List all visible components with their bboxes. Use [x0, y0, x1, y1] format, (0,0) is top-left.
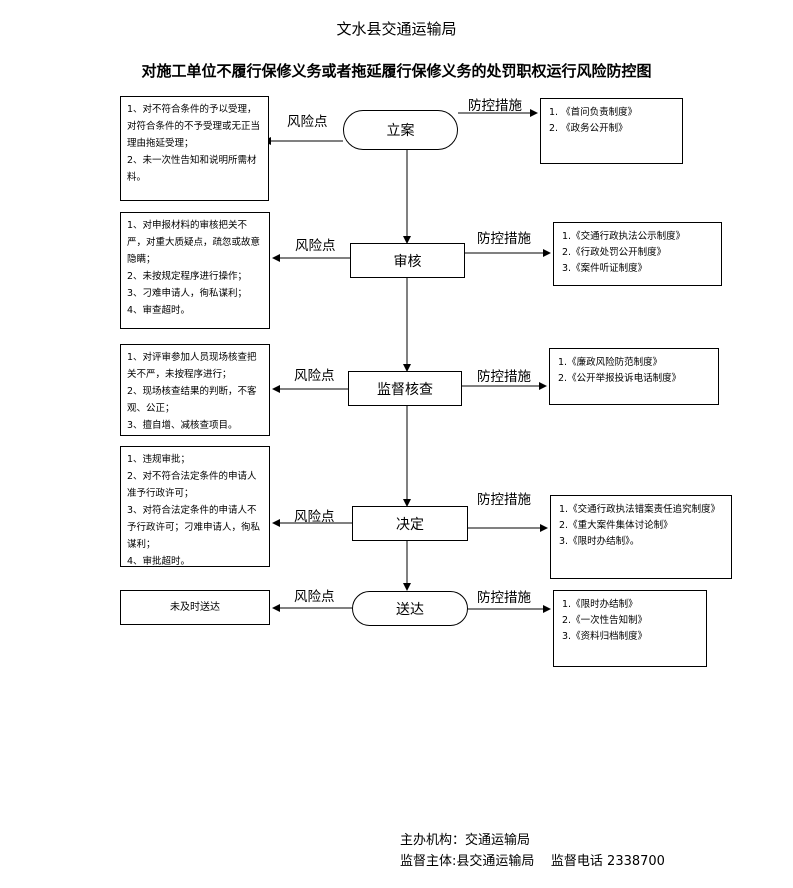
footer-supervisor: 监督主体:县交通运输局: [400, 854, 535, 869]
step-label: 审核: [393, 253, 422, 270]
control-item: 3.《限时办结制》。: [559, 536, 640, 547]
risk-label: 风险点: [287, 114, 328, 130]
risk-item: 1、对评审参加人员现场核查把关不严，未按程序进行；: [127, 352, 257, 380]
risk-item: 1、对申报材料的审核把关不严，对重大质疑点，疏忽或故意隐瞒；: [127, 220, 261, 265]
control-item: 2.《重大案件集体讨论制》: [559, 520, 673, 531]
risk-label: 风险点: [294, 509, 335, 525]
control-item: 2. 《政务公开制》: [549, 123, 628, 134]
risk-item: 2、现场核查结果的判断，不客观、公正；: [127, 386, 257, 414]
step-label: 立案: [386, 123, 415, 139]
control-item: 2.《一次性告知制》: [562, 615, 648, 626]
control-item: 1.《廉政风险防范制度》: [558, 357, 663, 368]
control-item: 2.《公开举报投诉电话制度》: [558, 373, 682, 384]
control-label: 防控措施: [477, 590, 531, 606]
risk-item: 4、审批超时。: [127, 556, 191, 567]
control-box-decision: 1.《交通行政执法错案责任追究制度》 2.《重大案件集体讨论制》 3.《限时办结…: [550, 495, 732, 579]
risk-label: 风险点: [294, 589, 335, 605]
risk-box-filing: 1、对不符合条件的予以受理，对符合条件的不予受理或无正当理由拖延受理； 2、未一…: [120, 96, 269, 201]
risk-label: 风险点: [295, 238, 336, 254]
risk-box-delivery: 未及时送达: [120, 590, 270, 625]
footer-phone: 监督电话 2338700: [550, 854, 665, 869]
step-box-review: 审核: [350, 243, 465, 278]
control-item: 1.《交通行政执法错案责任追究制度》: [559, 504, 721, 515]
risk-item: 3、刁难申请人，徇私谋利；: [127, 288, 248, 299]
control-label: 防控措施: [477, 231, 531, 247]
footer-supervision: 监督主体:县交通运输局 监督电话 2338700: [400, 851, 780, 872]
control-item: 1.《交通行政执法公示制度》: [562, 231, 686, 242]
risk-item: 2、对不符合法定条件的申请人准予行政许可；: [127, 471, 257, 499]
step-label: 送达: [396, 601, 424, 618]
risk-box-inspection: 1、对评审参加人员现场核查把关不严，未按程序进行； 2、现场核查结果的判断，不客…: [120, 344, 270, 436]
control-box-filing: 1. 《首问负责制度》 2. 《政务公开制》: [540, 98, 683, 164]
footer: 主办机构：交通运输局 监督主体:县交通运输局 监督电话 2338700: [400, 830, 780, 872]
control-item: 1. 《首问负责制度》: [549, 107, 638, 118]
risk-item: 未及时送达: [170, 602, 220, 613]
control-item: 2.《行政处罚公开制度》: [562, 247, 667, 258]
step-box-decision: 决定: [352, 506, 468, 541]
control-label: 防控措施: [477, 492, 531, 508]
risk-label: 风险点: [294, 368, 335, 384]
risk-item: 3、对符合法定条件的申请人不予行政许可；刁难申请人，徇私谋利；: [127, 505, 261, 550]
step-box-inspection: 监督核查: [348, 371, 462, 406]
footer-sponsor: 主办机构：交通运输局: [400, 833, 531, 848]
control-label: 防控措施: [477, 369, 531, 385]
risk-box-decision: 1、违规审批； 2、对不符合法定条件的申请人准予行政许可； 3、对符合法定条件的…: [120, 446, 270, 567]
control-item: 3.《案件听证制度》: [562, 263, 648, 274]
organization-name: 文水县交通运输局: [336, 20, 457, 38]
control-box-review: 1.《交通行政执法公示制度》 2.《行政处罚公开制度》 3.《案件听证制度》: [553, 222, 722, 286]
risk-box-review: 1、对申报材料的审核把关不严，对重大质疑点，疏忽或故意隐瞒； 2、未按规定程序进…: [120, 212, 270, 329]
step-box-delivery: 送达: [352, 591, 468, 626]
step-box-filing: 立案: [343, 110, 458, 150]
control-item: 3.《资料归档制度》: [562, 631, 648, 642]
step-label: 决定: [396, 516, 424, 533]
control-box-inspection: 1.《廉政风险防范制度》 2.《公开举报投诉电话制度》: [549, 348, 719, 405]
risk-item: 1、违规审批；: [127, 454, 191, 465]
risk-item: 1、对不符合条件的予以受理，对符合条件的不予受理或无正当理由拖延受理；: [127, 104, 261, 149]
risk-item: 3、擅自增、减核查项目。: [127, 420, 238, 431]
page-title: 对施工单位不履行保修义务或者拖延履行保修义务的处罚职权运行风险防控图: [141, 62, 652, 80]
control-box-delivery: 1.《限时办结制》 2.《一次性告知制》 3.《资料归档制度》: [553, 590, 707, 667]
risk-item: 2、未一次性告知和说明所需材料。: [127, 155, 257, 183]
control-item: 1.《限时办结制》: [562, 599, 638, 610]
risk-item: 4、审查超时。: [127, 305, 191, 316]
risk-item: 2、未按规定程序进行操作；: [127, 271, 248, 282]
step-label: 监督核查: [377, 381, 433, 398]
control-label: 防控措施: [468, 98, 522, 114]
